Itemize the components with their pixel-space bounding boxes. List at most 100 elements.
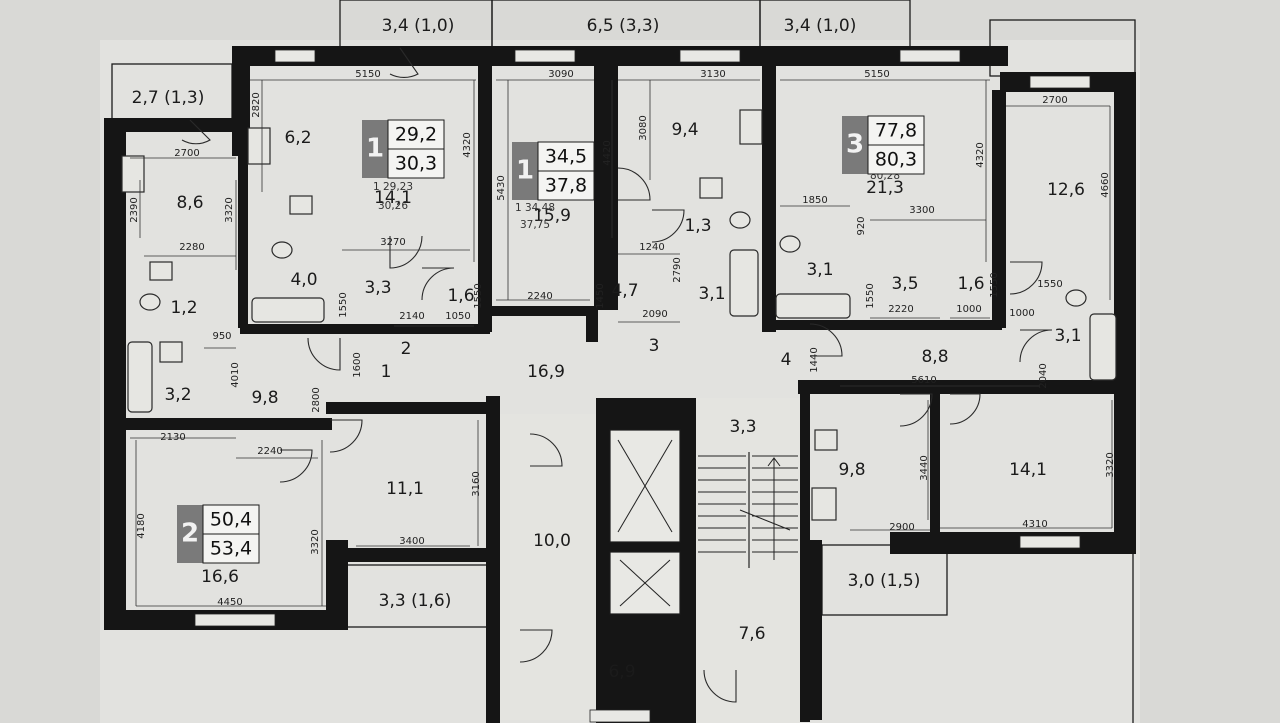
dimension-label: 2220 (888, 304, 913, 315)
door-swing (307, 337, 341, 371)
door-swing (529, 433, 563, 467)
dimension-label: 4310 (1022, 519, 1047, 530)
dimension-label: 5150 (355, 69, 380, 80)
wall (330, 548, 490, 562)
corridor-floor (500, 414, 596, 720)
dimension-label: 4180 (136, 513, 147, 538)
dimension-label: 3270 (380, 237, 405, 248)
wall (1114, 72, 1136, 552)
dimension-lines (130, 79, 1113, 607)
dimension-label: 1440 (809, 347, 820, 372)
room-area-label: 1,3 (684, 216, 711, 236)
dimension-label: 1550 (1037, 279, 1062, 290)
dimension-label: 1550 (865, 283, 876, 308)
dimension-label: 2900 (889, 522, 914, 533)
room-area-label: 1,6 (447, 286, 474, 306)
corridor-floor (696, 398, 800, 723)
room-area-label: 2 (401, 339, 412, 359)
living-area-value: 29,2 (395, 124, 437, 146)
dimension-label: 2280 (179, 242, 204, 253)
wall (478, 60, 492, 332)
stove (739, 109, 763, 145)
apartment-rooms-count: 2 (181, 519, 199, 549)
total-area-value: 53,4 (210, 538, 252, 560)
dimension-label: 4660 (1100, 172, 1111, 197)
wall (890, 532, 1136, 554)
toilet (271, 241, 293, 259)
room-area-label: 3,0 (1,5) (848, 571, 921, 591)
total-area-value: 30,3 (395, 153, 437, 175)
apartment-rooms-count: 3 (846, 130, 864, 160)
stair-break (739, 509, 791, 531)
window (514, 49, 576, 63)
window (589, 709, 651, 723)
stove (811, 487, 837, 521)
room-area-label: 6,5 (3,3) (587, 16, 660, 36)
dimension-label: 2040 (1038, 363, 1049, 388)
door-swing (617, 167, 651, 201)
dimension-label: 1550 (989, 272, 1000, 297)
room-area-label: 1,2 (170, 298, 197, 318)
room-area-label: 14,1 (374, 188, 412, 208)
dimension-label: 3440 (919, 455, 930, 480)
room-area-label: 9,8 (838, 460, 865, 480)
bathtub (127, 341, 153, 413)
room-area-label: 7,6 (738, 624, 765, 644)
dimension-label: 3320 (224, 197, 235, 222)
room-area-label: 8,8 (921, 347, 948, 367)
secondary-area-label: 1 34,48 (515, 202, 555, 214)
secondary-area-label: 30,26 (378, 200, 408, 212)
room-area-label: 3,4 (1,0) (784, 16, 857, 36)
dimension-label: 3080 (638, 115, 649, 140)
dimension-label: 1600 (352, 352, 363, 377)
room-area-label: 11,1 (386, 479, 424, 499)
doors (181, 47, 1053, 703)
room-area-label: 3,3 (1,6) (379, 591, 452, 611)
bathtub (251, 297, 325, 323)
dimension-label: 2700 (174, 148, 199, 159)
door-swing (181, 119, 211, 145)
dimension-label: 2130 (160, 432, 185, 443)
room-area-label: 9,4 (671, 120, 698, 140)
room-area-label: 4,7 (611, 281, 638, 301)
door-swing (899, 393, 933, 427)
living-area-value: 34,5 (545, 146, 587, 168)
dimension-label: 2390 (129, 197, 140, 222)
wall (800, 392, 810, 722)
wall (120, 418, 332, 430)
dimension-label: 4010 (230, 362, 241, 387)
elevator-cross (617, 439, 673, 533)
room-area-label: 12,6 (1047, 180, 1085, 200)
sink (159, 341, 183, 363)
room-area-label: 15,9 (533, 206, 571, 226)
elevator-cross (619, 559, 671, 607)
room-area-label: 9,8 (251, 388, 278, 408)
sink (699, 177, 723, 199)
wall (768, 46, 1008, 66)
dimension-label: 3400 (399, 536, 424, 547)
stairs (698, 452, 798, 568)
sink (149, 261, 173, 281)
wall (238, 96, 248, 328)
room-area-label: 4,0 (290, 270, 317, 290)
room-area-label: 16,9 (527, 362, 565, 382)
stair-arrow (767, 457, 781, 560)
wall (586, 306, 598, 342)
wall (240, 324, 490, 334)
dimension-label: 2140 (399, 311, 424, 322)
room-area-label: 3,1 (1054, 326, 1081, 346)
toilet (729, 211, 751, 229)
bathtub (775, 293, 851, 319)
door-swing (703, 669, 737, 703)
wall (232, 46, 490, 66)
dimension-label: 3300 (909, 205, 934, 216)
wall (810, 540, 822, 720)
door-swing (279, 449, 313, 483)
window (679, 49, 741, 63)
